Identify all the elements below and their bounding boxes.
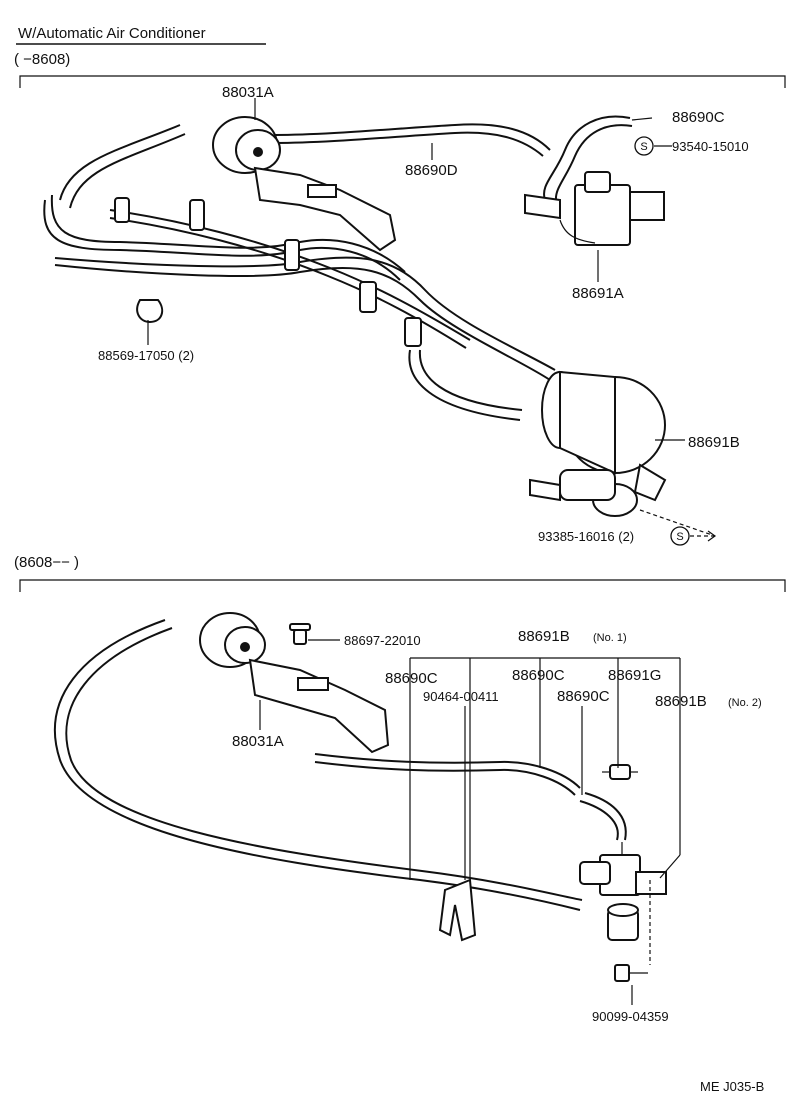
label-88691a: 88691A [572,285,624,302]
label-88691b-no1: 88691B [518,628,570,645]
s-marker-text-1: S [640,141,647,153]
diagram-title: W/Automatic Air Conditioner [18,25,206,42]
section1-range: ( −8608) [14,51,70,68]
s-marker-icon-2 [670,526,690,546]
label-88697-22010: 88697-22010 [344,633,421,648]
label-93385-16016: 93385-16016 (2) [538,529,634,544]
label-88691b-no1-note: (No. 1) [593,632,627,644]
label-88569-17050: 88569-17050 (2) [98,348,194,363]
diagram-code: ME J035-B [700,1079,764,1094]
label-88691b-top: 88691B [688,434,740,451]
label-88691b-no2: 88691B [655,693,707,710]
label-93540-15010: 93540-15010 [672,139,749,154]
section2-frame [19,579,786,592]
s-marker-text-2: S [676,531,683,543]
label-88691b-no2-note: (No. 2) [728,697,762,709]
label-88031a-top: 88031A [222,84,274,101]
label-88690d: 88690D [405,162,458,179]
s-marker-icon-1 [634,136,654,156]
section1-leaders [147,98,717,542]
section2-drawing [54,612,667,982]
label-88690c-c: 88690C [557,688,610,705]
label-90099-04359: 90099-04359 [592,1009,669,1024]
section2-leaders [259,639,681,1005]
section2-range: (8608−− ) [14,554,79,571]
label-88690c-b: 88690C [512,667,565,684]
label-88031a-bottom: 88031A [232,733,284,750]
label-90464-00411: 90464-00411 [423,689,499,704]
section1-drawing [43,115,667,517]
label-88690c-top: 88690C [672,109,725,126]
label-88690c-a: 88690C [385,670,438,687]
label-88691g: 88691G [608,667,661,684]
section1-frame [19,75,786,88]
